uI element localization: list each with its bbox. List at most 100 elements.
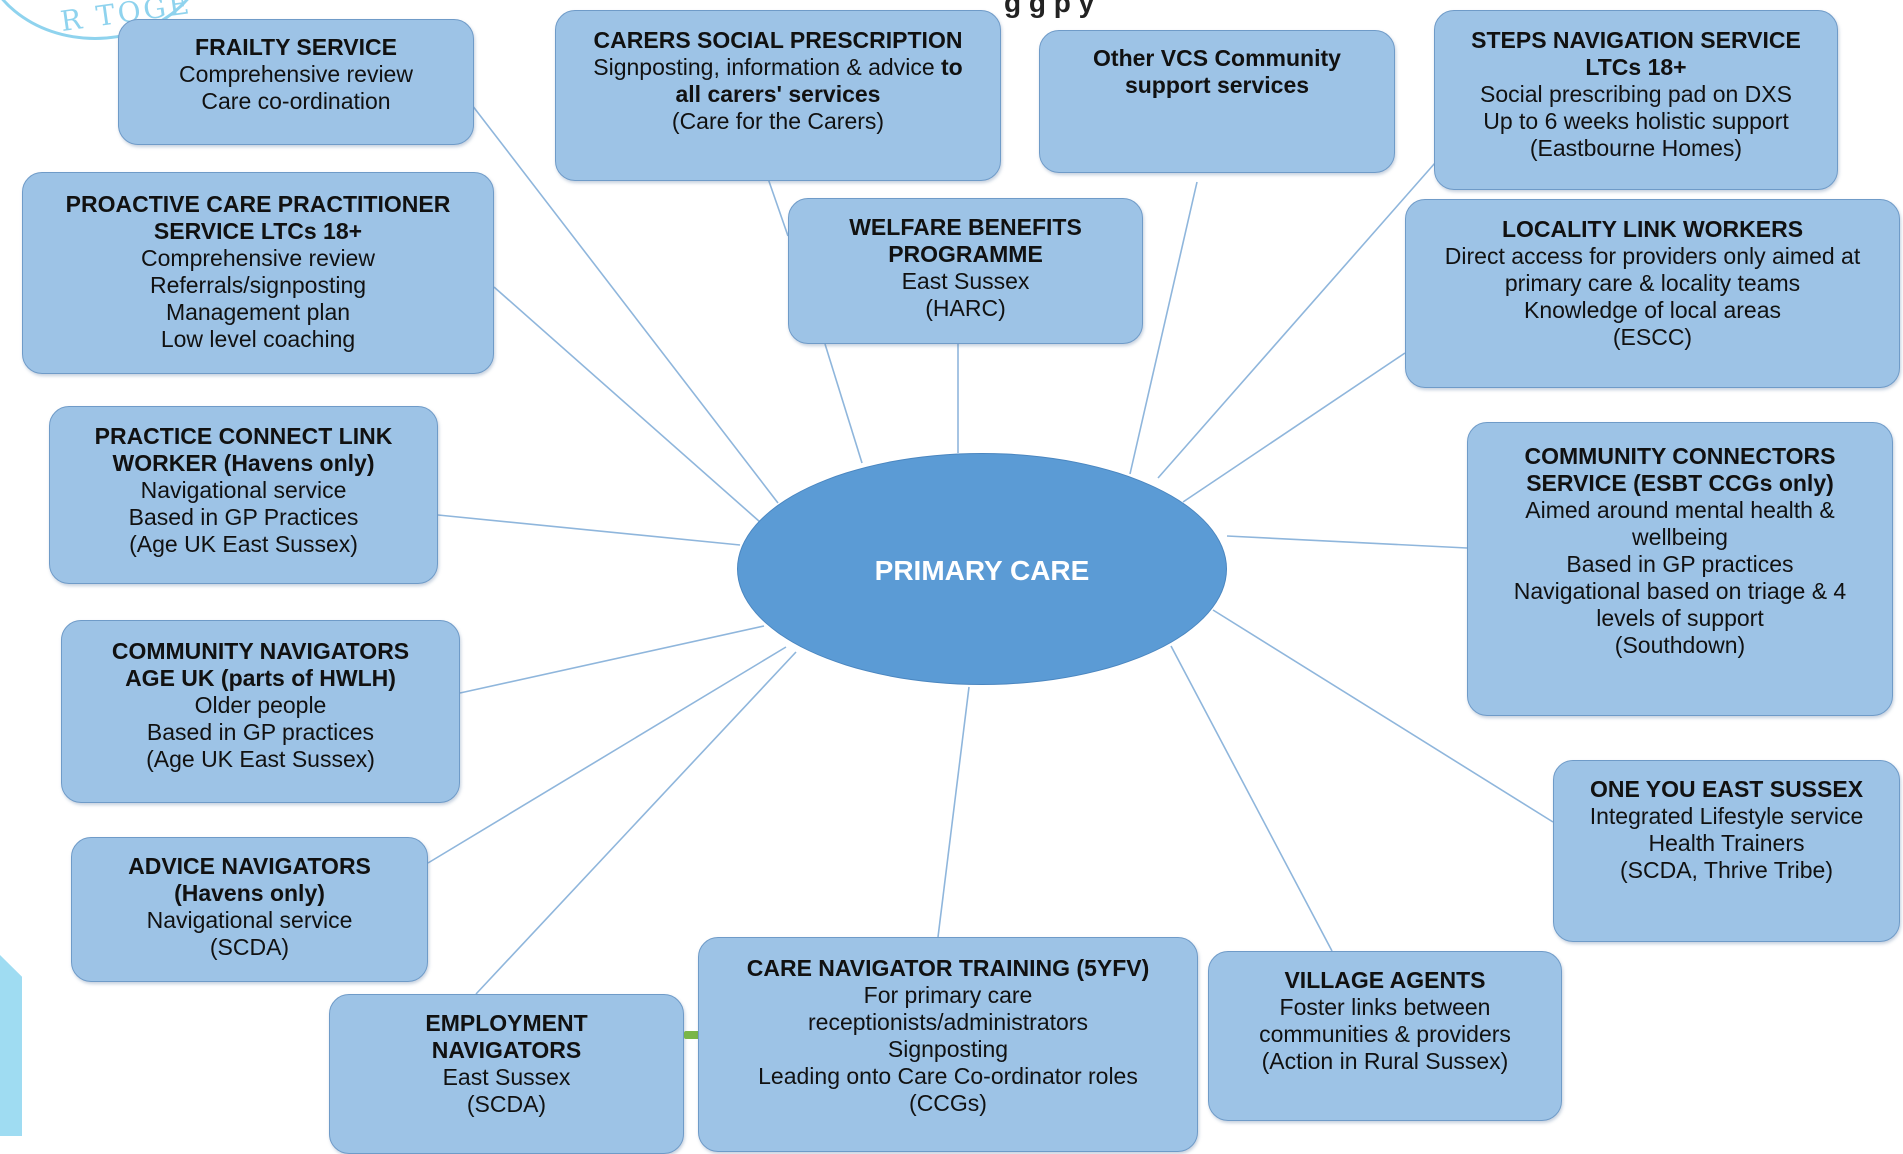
employment-line: (SCDA) — [466, 1091, 547, 1117]
carers-line-plain: Signposting, information & advice — [593, 54, 942, 80]
community-navigators-title: COMMUNITY NAVIGATORS — [111, 638, 410, 664]
practice-connect-title: PRACTICE CONNECT LINK — [94, 423, 393, 449]
connector-other-vcs — [1129, 181, 1198, 475]
connector-employment — [475, 651, 797, 995]
connector-locality — [1182, 352, 1406, 503]
carers-title: CARERS SOCIAL PRESCRIPTION — [593, 27, 963, 53]
community-connectors-line: wellbeing — [1632, 524, 1728, 550]
locality-line: primary care & locality teams — [1504, 270, 1801, 296]
carers-social-prescription-box: CARERS SOCIAL PRESCRIPTION Signposting, … — [555, 10, 1001, 181]
one-you-line: (SCDA, Thrive Tribe) — [1619, 857, 1833, 883]
carers-line: (Care for the Carers) — [671, 108, 885, 134]
care-navigator-line: (CCGs) — [909, 1090, 987, 1116]
employment-title: NAVIGATORS — [431, 1037, 582, 1063]
welfare-line: East Sussex — [901, 268, 1030, 294]
frailty-line: Care co-ordination — [201, 88, 391, 114]
proactive-care-box: PROACTIVE CARE PRACTITIONER SERVICE LTCs… — [22, 172, 494, 374]
connector-care-navigator — [937, 686, 970, 938]
advice-navigators-line: Navigational service — [146, 907, 353, 933]
primary-care-label: PRIMARY CARE — [874, 555, 1090, 586]
community-connectors-line: Aimed around mental health & — [1525, 497, 1835, 523]
practice-connect-title: WORKER (Havens only) — [112, 450, 375, 476]
care-navigator-line: Signposting — [887, 1036, 1009, 1062]
community-connectors-box: COMMUNITY CONNECTORS SERVICE (ESBT CCGs … — [1467, 422, 1893, 716]
care-navigator-line: Leading onto Care Co-ordinator roles — [758, 1063, 1138, 1089]
green-mark — [684, 1031, 700, 1039]
advice-navigators-title: ADVICE NAVIGATORS — [128, 853, 371, 879]
community-connectors-line: levels of support — [1596, 605, 1764, 631]
locality-link-workers-box: LOCALITY LINK WORKERS Direct access for … — [1405, 199, 1900, 388]
village-agents-line: communities & providers — [1259, 1021, 1511, 1047]
community-connectors-title: SERVICE (ESBT CCGs only) — [1526, 470, 1834, 496]
welfare-line: (HARC) — [925, 295, 1006, 321]
community-navigators-box: COMMUNITY NAVIGATORS AGE UK (parts of HW… — [61, 620, 460, 803]
community-navigators-line: Based in GP practices — [146, 719, 375, 745]
village-agents-line: (Action in Rural Sussex) — [1261, 1048, 1509, 1074]
frailty-title: FRAILTY SERVICE — [195, 34, 397, 60]
advice-navigators-title: (Havens only) — [174, 880, 325, 906]
locality-title: LOCALITY LINK WORKERS — [1501, 216, 1804, 242]
employment-line: East Sussex — [442, 1064, 571, 1090]
one-you-line: Health Trainers — [1648, 830, 1805, 856]
header-fragment: g g p y — [1004, 0, 1095, 18]
steps-title: LTCs 18+ — [1585, 54, 1687, 80]
welfare-title: WELFARE BENEFITS — [849, 214, 1082, 240]
proactive-line: Management plan — [165, 299, 351, 325]
village-agents-line: Foster links between — [1279, 994, 1491, 1020]
practice-connect-box: PRACTICE CONNECT LINK WORKER (Havens onl… — [49, 406, 438, 584]
community-navigators-line: Older people — [194, 692, 327, 718]
locality-line: Direct access for providers only aimed a… — [1444, 243, 1861, 269]
connector-welfare-a — [824, 343, 863, 464]
community-connectors-line: Based in GP practices — [1566, 551, 1794, 577]
locality-line: Knowledge of local areas — [1524, 297, 1781, 323]
steps-navigation-box: STEPS NAVIGATION SERVICE LTCs 18+ Social… — [1434, 10, 1838, 190]
frailty-service-box: FRAILTY SERVICE Comprehensive review Car… — [118, 19, 474, 145]
locality-line: (ESCC) — [1612, 324, 1693, 350]
welfare-title: PROGRAMME — [888, 241, 1043, 267]
proactive-title: SERVICE LTCs 18+ — [153, 218, 363, 244]
community-connectors-line: Navigational based on triage & 4 — [1513, 578, 1847, 604]
steps-line: (Eastbourne Homes) — [1529, 135, 1743, 161]
steps-title: STEPS NAVIGATION SERVICE — [1471, 27, 1801, 53]
proactive-title: PROACTIVE CARE PRACTITIONER — [65, 191, 451, 217]
other-vcs-title: Other VCS Community — [1093, 45, 1341, 71]
village-agents-title: VILLAGE AGENTS — [1284, 967, 1486, 993]
community-connectors-title: COMMUNITY CONNECTORS — [1524, 443, 1836, 469]
connector-community-navigators — [459, 625, 765, 694]
connector-steps — [1157, 162, 1436, 479]
connector-one-you — [1212, 609, 1554, 823]
practice-connect-line: Based in GP Practices — [128, 504, 359, 530]
frailty-line: Comprehensive review — [179, 61, 413, 87]
practice-connect-line: Navigational service — [140, 477, 347, 503]
advice-navigators-line: (SCDA) — [209, 934, 290, 960]
other-vcs-title: support services — [1124, 72, 1310, 98]
community-navigators-line: (Age UK East Sussex) — [146, 746, 375, 772]
welfare-benefits-box: WELFARE BENEFITS PROGRAMME East Sussex (… — [788, 198, 1143, 344]
village-agents-box: VILLAGE AGENTS Foster links between comm… — [1208, 951, 1562, 1121]
advice-navigators-box: ADVICE NAVIGATORS (Havens only) Navigati… — [71, 837, 428, 982]
steps-line: Up to 6 weeks holistic support — [1483, 108, 1789, 134]
community-navigators-title: AGE UK (parts of HWLH) — [125, 665, 396, 691]
one-you-east-sussex-box: ONE YOU EAST SUSSEX Integrated Lifestyle… — [1553, 760, 1900, 942]
care-navigator-title: CARE NAVIGATOR TRAINING (5YFV) — [746, 955, 1150, 981]
decorative-side-bar — [0, 955, 22, 1136]
employment-navigators-box: EMPLOYMENT NAVIGATORS East Sussex (SCDA) — [329, 994, 684, 1154]
care-navigator-training-box: CARE NAVIGATOR TRAINING (5YFV) For prima… — [698, 937, 1198, 1152]
one-you-line: Integrated Lifestyle service — [1589, 803, 1864, 829]
proactive-line: Low level coaching — [160, 326, 356, 352]
carers-line: Signposting, information & advice to — [556, 54, 1000, 81]
connector-practice-connect — [437, 514, 741, 546]
carers-line-bold: to — [941, 54, 963, 80]
care-navigator-line: receptionists/administrators — [808, 1009, 1088, 1035]
practice-connect-line: (Age UK East Sussex) — [129, 531, 358, 557]
connector-village-agents — [1170, 645, 1333, 952]
carers-line: all carers' services — [675, 81, 881, 107]
care-navigator-line: For primary care — [863, 982, 1033, 1008]
connector-frailty — [471, 104, 779, 504]
connector-proactive — [493, 286, 761, 523]
primary-care-hub — [737, 453, 1227, 685]
community-connectors-line: (Southdown) — [1614, 632, 1746, 658]
steps-line: Social prescribing pad on DXS — [1480, 81, 1792, 107]
